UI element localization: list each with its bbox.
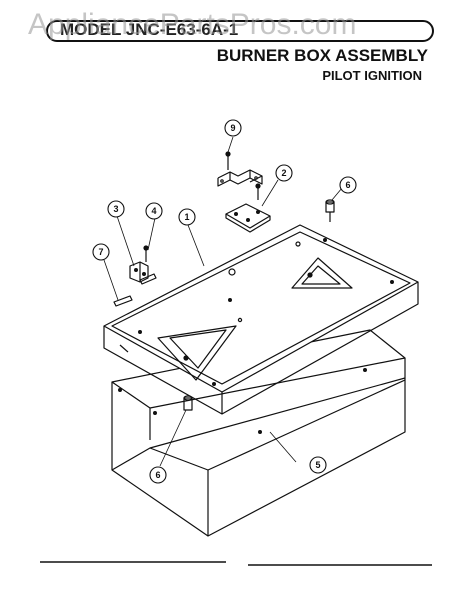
callout-4: 4 <box>145 202 163 220</box>
svg-text:2: 2 <box>281 168 286 178</box>
callout-3: 3 <box>107 200 125 218</box>
callout-5: 5 <box>309 456 327 474</box>
pilot-plate <box>225 203 271 233</box>
svg-text:4: 4 <box>151 206 156 216</box>
callout-9: 9 <box>224 119 242 137</box>
callout-6-bottom: 6 <box>149 466 167 484</box>
callout-7: 7 <box>92 243 110 261</box>
diagram-subtitle: PILOT IGNITION <box>322 68 422 83</box>
pilot-bracket <box>129 261 157 285</box>
watermark: AppliancePartsPros.com <box>28 8 357 41</box>
svg-text:5: 5 <box>315 460 320 470</box>
diagram-title: BURNER BOX ASSEMBLY <box>216 46 428 65</box>
screws <box>143 151 261 262</box>
callout-1: 1 <box>178 208 196 226</box>
svg-text:6: 6 <box>345 180 350 190</box>
svg-text:3: 3 <box>113 204 118 214</box>
svg-text:6: 6 <box>155 470 160 480</box>
svg-text:9: 9 <box>230 123 235 133</box>
fitting-top <box>325 199 335 222</box>
callouts: 9 2 6 3 4 1 7 5 6 <box>92 119 357 484</box>
svg-text:7: 7 <box>98 247 103 257</box>
igniter-electrode <box>113 295 133 307</box>
leader-lines <box>103 136 343 467</box>
model-number: MODEL JNC-E63-6A-1 <box>60 20 239 39</box>
callout-6-top: 6 <box>339 176 357 194</box>
fitting-bottom <box>183 395 193 411</box>
callout-2: 2 <box>275 164 293 182</box>
footer-rules <box>40 561 432 566</box>
burner-tray <box>103 224 419 415</box>
model-frame <box>46 20 434 42</box>
svg-text:1: 1 <box>184 212 189 222</box>
top-bracket <box>217 169 263 187</box>
